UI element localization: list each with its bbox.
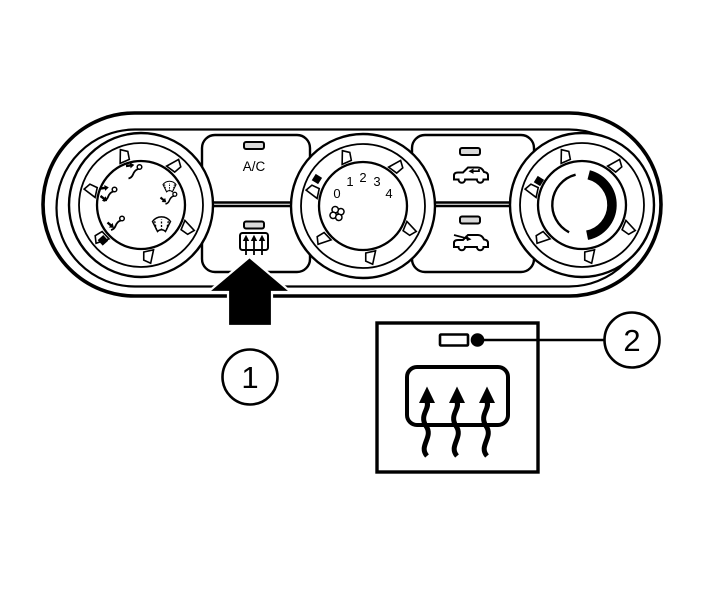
callout-1-number: 1 xyxy=(241,360,258,395)
fan-speed-4: 4 xyxy=(385,186,392,201)
fan-speed-3: 3 xyxy=(373,174,380,189)
rear-window-defroster-icon xyxy=(239,232,269,255)
callout-2: 2 xyxy=(603,311,661,369)
fan-icon xyxy=(329,205,345,222)
callout-2-number: 2 xyxy=(623,323,640,358)
mode-knob-face xyxy=(95,159,187,251)
ac-indicator-light xyxy=(243,141,265,150)
defroster-inset-box xyxy=(375,321,540,474)
temperature-knob-position-marker xyxy=(533,175,545,187)
callout-leader-dot xyxy=(470,333,485,347)
mode-knob xyxy=(69,133,213,277)
temperature-range-arc xyxy=(551,170,617,240)
fan-knob-position-marker xyxy=(311,173,323,185)
car-outside-air-icon xyxy=(453,234,489,252)
fan-knob: 0 1 2 3 4 xyxy=(291,134,435,278)
fan-speed-2: 2 xyxy=(359,170,366,185)
climate-control-panel: 0 1 2 3 4 A/C xyxy=(41,111,663,298)
car-recirculated-air-icon xyxy=(453,166,489,184)
callout-1: 1 xyxy=(221,348,279,406)
temperature-knob xyxy=(510,133,654,277)
inset-indicator-light xyxy=(438,333,470,347)
ac-button-label: A/C xyxy=(243,159,266,174)
fan-knob-face xyxy=(317,160,409,252)
recirculation-indicator-light xyxy=(459,147,481,156)
outside-air-indicator-light xyxy=(459,215,481,225)
inset-defroster-arrows xyxy=(419,386,495,458)
pointer-arrow-icon xyxy=(204,255,295,328)
fan-speed-1: 1 xyxy=(346,174,353,189)
fan-speed-0: 0 xyxy=(333,186,340,201)
rear-defroster-indicator-light xyxy=(243,220,265,230)
mode-knob-position-marker xyxy=(97,235,109,246)
